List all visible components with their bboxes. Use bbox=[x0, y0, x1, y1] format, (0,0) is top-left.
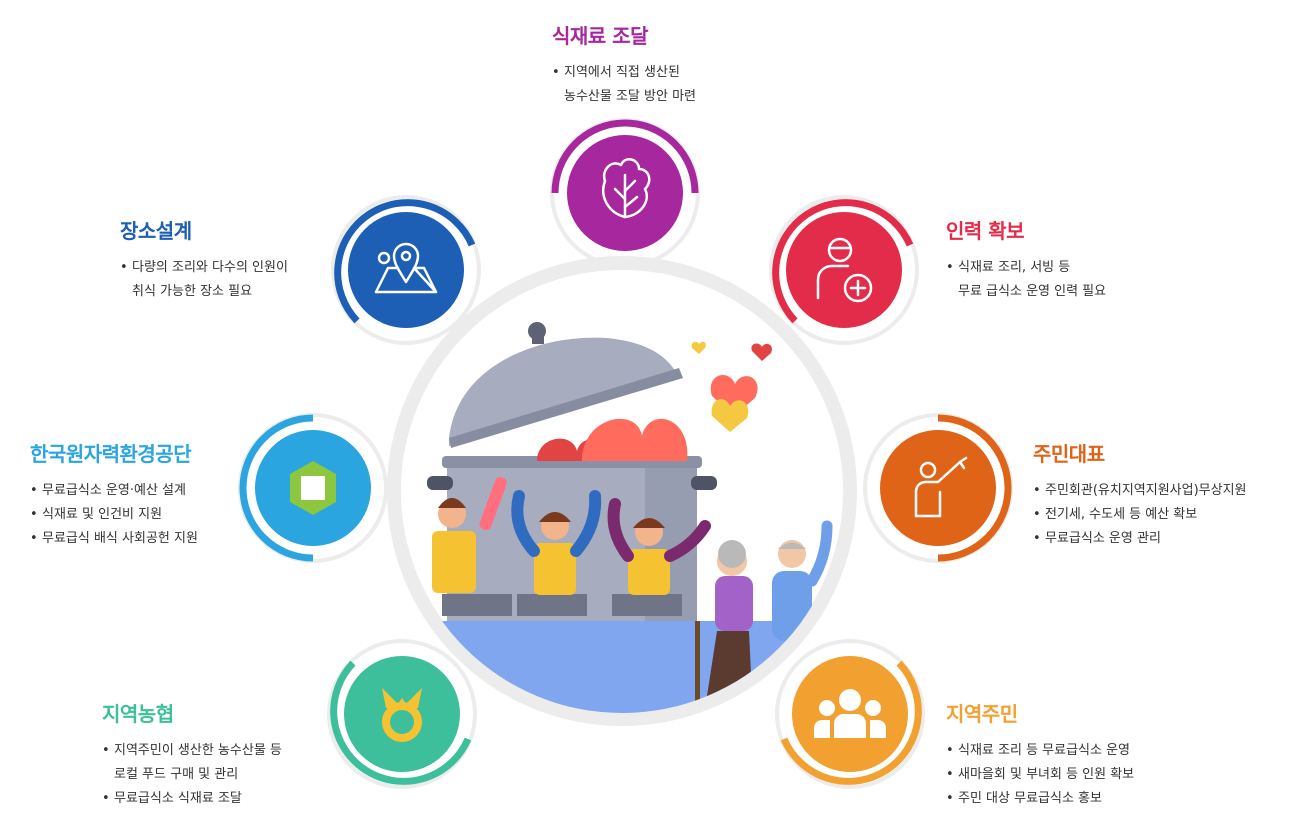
node-supply-list: 지역에서 직접 생산된 농수산물 조달 방안 마련 bbox=[552, 61, 696, 109]
list-item-line: 다량의 조리와 다수의 인원이 bbox=[132, 260, 288, 275]
list-item-line: 무료급식소 운영·예산 설계 bbox=[42, 483, 186, 498]
floating-heart bbox=[691, 341, 706, 354]
list-item-line: 무료급식소 운영 관리 bbox=[1045, 531, 1161, 546]
node-venue-title: 장소설계 bbox=[120, 219, 192, 243]
list-item: 무료급식소 운영·예산 설계 bbox=[30, 479, 198, 503]
list-item-line: 로컬 푸드 구매 및 관리 bbox=[114, 767, 239, 782]
worker-figure bbox=[607, 498, 711, 595]
floating-heart bbox=[711, 399, 749, 432]
list-item: 지역주민이 생산한 농수산물 등 로컬 푸드 구매 및 관리 bbox=[102, 739, 282, 787]
node-venue-list: 다량의 조리와 다수의 인원이 취식 가능한 장소 필요 bbox=[120, 256, 288, 304]
map-location-icon bbox=[374, 242, 438, 294]
node-resident-rep-list: 주민회관(유치지역지원사업)무상지원 전기세, 수도세 등 예산 확보 무료급식… bbox=[1033, 479, 1247, 551]
node-supply-text: 식재료 조달 지역에서 직접 생산된 농수산물 조달 방안 마련 bbox=[552, 20, 696, 109]
list-item: 주민회관(유치지역지원사업)무상지원 bbox=[1033, 479, 1247, 503]
list-item-line: 새마을회 및 부녀회 등 인원 확보 bbox=[958, 767, 1135, 782]
node-venue-circle bbox=[331, 195, 481, 345]
raised-hand-icon bbox=[914, 456, 968, 518]
node-residents-list: 식재료 조리 등 무료급식소 운영 새마을회 및 부녀회 등 인원 확보 주민 … bbox=[946, 739, 1134, 811]
list-item-line: 무료급식소 식재료 조달 bbox=[114, 791, 242, 806]
center-ring bbox=[387, 256, 857, 726]
node-supply-title: 식재료 조달 bbox=[552, 24, 648, 48]
node-venue-text: 장소설계 다량의 조리와 다수의 인원이 취식 가능한 장소 필요 bbox=[120, 215, 288, 304]
list-item: 식재료 및 인건비 지원 bbox=[30, 503, 198, 527]
node-staff-text: 인력 확보 식재료 조리, 서빙 등 무료 급식소 운영 인력 필요 bbox=[946, 215, 1106, 304]
center-illustration bbox=[387, 256, 857, 726]
list-item: 주민 대상 무료급식소 홍보 bbox=[946, 787, 1134, 811]
pot-lid bbox=[449, 337, 677, 446]
list-item-line: 무료급식 배식 사회공헌 지원 bbox=[42, 531, 198, 546]
node-staff-list: 식재료 조리, 서빙 등 무료 급식소 운영 인력 필요 bbox=[946, 256, 1106, 304]
worker-figure bbox=[511, 490, 602, 595]
list-item: 전기세, 수도세 등 예산 확보 bbox=[1033, 503, 1247, 527]
list-item-line: 전기세, 수도세 등 예산 확보 bbox=[1045, 507, 1198, 522]
list-item-line: 식재료 조리 등 무료급식소 운영 bbox=[958, 743, 1131, 758]
node-resident-rep-text: 주민대표 주민회관(유치지역지원사업)무상지원 전기세, 수도세 등 예산 확보… bbox=[1033, 438, 1247, 551]
node-resident-rep-title: 주민대표 bbox=[1033, 442, 1105, 466]
list-item: 식재료 조리 등 무료급식소 운영 bbox=[946, 739, 1134, 763]
list-item: 새마을회 및 부녀회 등 인원 확보 bbox=[946, 763, 1134, 787]
list-item: 무료급식소 식재료 조달 bbox=[102, 787, 282, 811]
node-nonghyup-circle bbox=[327, 639, 477, 789]
list-item-line: 식재료 및 인건비 지원 bbox=[42, 507, 163, 522]
node-khnp-title: 한국원자력환경공단 bbox=[30, 442, 192, 466]
list-item: 무료급식 배식 사회공헌 지원 bbox=[30, 527, 198, 551]
heart-in-pot bbox=[582, 418, 688, 461]
floating-heart bbox=[751, 343, 772, 361]
worker-figure bbox=[432, 477, 507, 593]
node-nonghyup-title: 지역농협 bbox=[102, 702, 174, 726]
center-pot-illustration bbox=[387, 256, 857, 726]
hexagon-logo-icon bbox=[290, 461, 336, 515]
list-item-line: 주민회관(유치지역지원사업)무상지원 bbox=[1045, 483, 1247, 498]
list-item-line: 무료 급식소 운영 인력 필요 bbox=[958, 284, 1107, 299]
person-add-icon bbox=[816, 237, 873, 303]
group-icon bbox=[814, 689, 886, 738]
node-khnp-text: 한국원자력환경공단 무료급식소 운영·예산 설계 식재료 및 인건비 지원 무료… bbox=[30, 438, 198, 551]
list-item-line: 지역에서 직접 생산된 bbox=[564, 65, 680, 80]
node-supply-circle bbox=[550, 118, 700, 268]
node-resident-rep-circle bbox=[863, 413, 1013, 563]
list-item: 지역에서 직접 생산된 농수산물 조달 방안 마련 bbox=[552, 61, 696, 109]
list-item-line: 주민 대상 무료급식소 홍보 bbox=[958, 791, 1102, 806]
node-khnp-list: 무료급식소 운영·예산 설계 식재료 및 인건비 지원 무료급식 배식 사회공헌… bbox=[30, 479, 198, 551]
node-staff-circle bbox=[769, 195, 919, 345]
lettuce-icon bbox=[602, 157, 651, 219]
nonghyup-logo-icon bbox=[382, 688, 422, 742]
list-item-line: 식재료 조리, 서빙 등 bbox=[958, 260, 1071, 275]
node-staff-title: 인력 확보 bbox=[946, 219, 1025, 243]
node-khnp-circle bbox=[238, 413, 388, 563]
list-item: 식재료 조리, 서빙 등 무료 급식소 운영 인력 필요 bbox=[946, 256, 1106, 304]
list-item-line: 농수산물 조달 방안 마련 bbox=[564, 89, 696, 104]
list-item: 다량의 조리와 다수의 인원이 취식 가능한 장소 필요 bbox=[120, 256, 288, 304]
node-residents-circle bbox=[775, 639, 925, 789]
list-item: 무료급식소 운영 관리 bbox=[1033, 527, 1247, 551]
node-residents-text: 지역주민 식재료 조리 등 무료급식소 운영 새마을회 및 부녀회 등 인원 확… bbox=[946, 698, 1134, 811]
node-nonghyup-list: 지역주민이 생산한 농수산물 등 로컬 푸드 구매 및 관리 무료급식소 식재료… bbox=[102, 739, 282, 811]
list-item-line: 취식 가능한 장소 필요 bbox=[132, 284, 253, 299]
list-item-line: 지역주민이 생산한 농수산물 등 bbox=[114, 743, 282, 758]
node-nonghyup-text: 지역농협 지역주민이 생산한 농수산물 등 로컬 푸드 구매 및 관리 무료급식… bbox=[102, 698, 282, 811]
node-residents-title: 지역주민 bbox=[946, 702, 1018, 726]
